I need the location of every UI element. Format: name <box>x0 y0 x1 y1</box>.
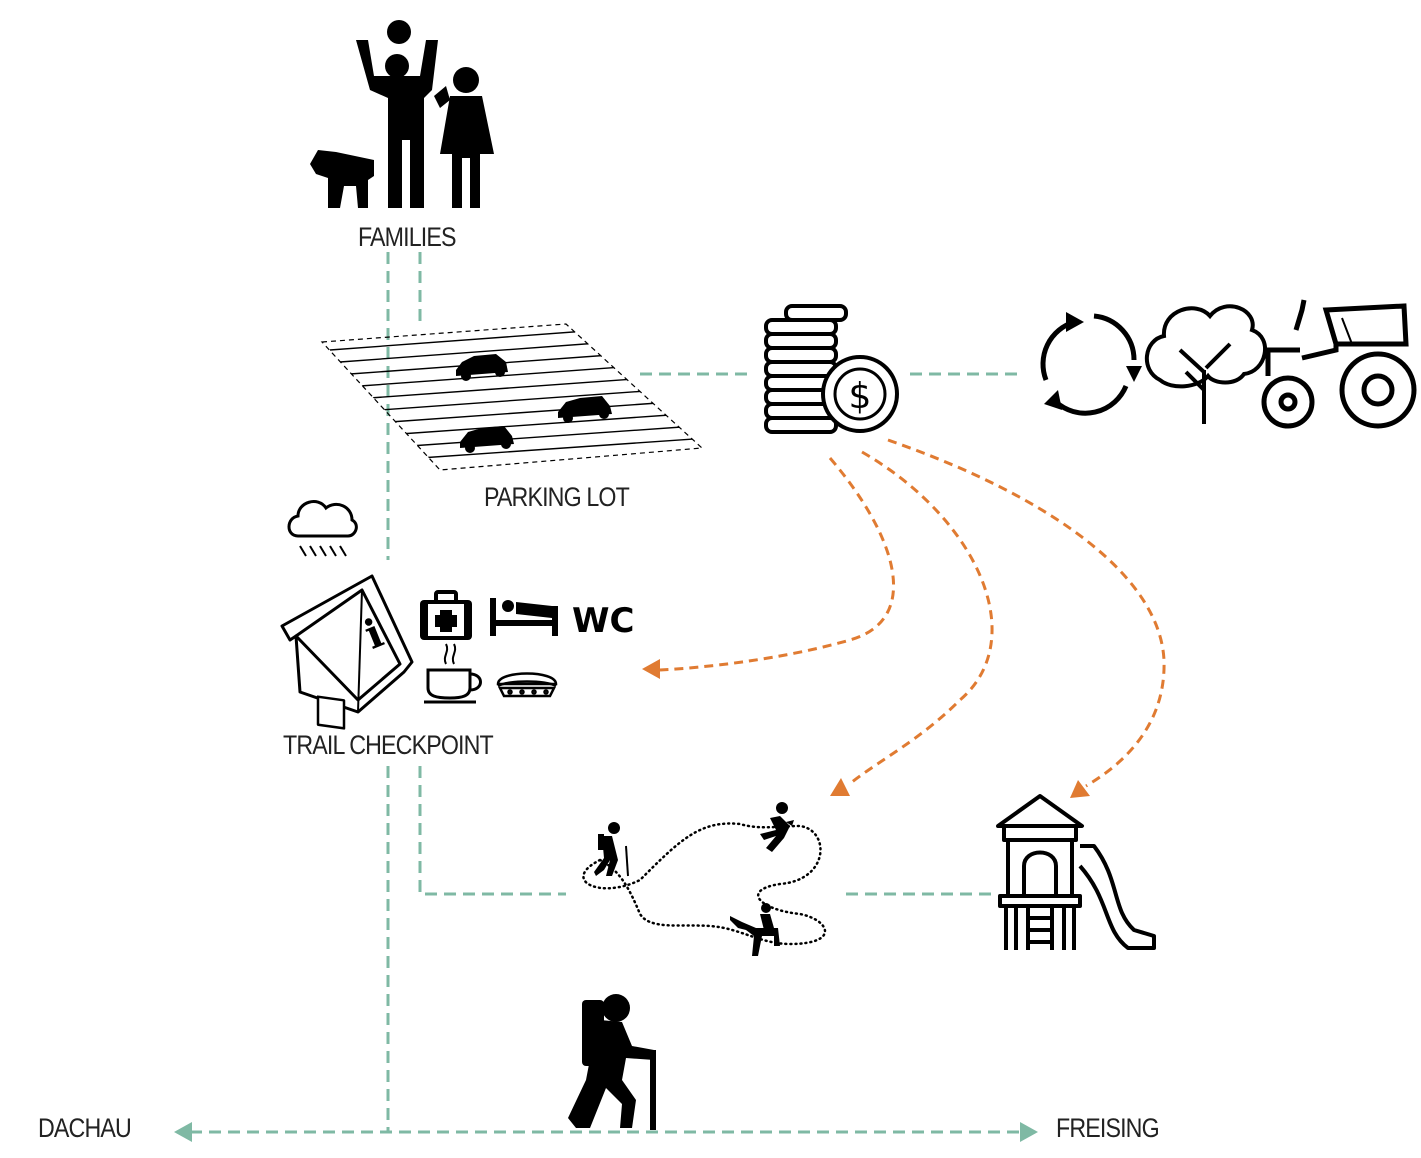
bed-icon <box>490 598 558 636</box>
funding-flows <box>659 438 1166 788</box>
horse-rider-icon <box>730 903 780 956</box>
label-trail-checkpoint: TRAIL CHECKPOINT <box>283 730 494 760</box>
flow-to-checkpoint <box>659 457 895 672</box>
label-freising: FREISING <box>1056 1113 1160 1143</box>
dollar-symbol: $ <box>849 376 872 417</box>
tractor-icon <box>1261 299 1417 429</box>
arrow-right-icon <box>1020 1122 1038 1142</box>
connector-families-loop <box>418 252 566 896</box>
trail-loop-icon <box>582 822 827 946</box>
coins-icon <box>764 304 848 434</box>
parking-lot-icon <box>320 323 704 471</box>
label-families: FAMILIES <box>358 222 457 252</box>
playground-icon <box>996 794 1156 950</box>
coffee-icon <box>424 643 482 704</box>
hiker-icon <box>594 822 629 877</box>
flow-to-playground <box>887 438 1166 788</box>
label-dachau: DACHAU <box>38 1113 132 1143</box>
family-icon <box>356 20 494 208</box>
dog-icon <box>310 150 374 208</box>
arrow-left-icon <box>174 1122 192 1142</box>
tree-icon <box>1144 304 1267 424</box>
flow-to-trail <box>851 450 994 784</box>
runner-icon <box>760 802 794 852</box>
hiker-icon <box>568 994 656 1130</box>
info-house-icon <box>280 574 414 730</box>
connector-lines <box>190 252 1020 1134</box>
sandwich-icon <box>496 672 558 698</box>
label-parking-lot: PARKING LOT <box>484 482 630 512</box>
arrowhead-checkpoint-icon <box>642 659 660 679</box>
car-icon <box>456 354 508 381</box>
first-aid-icon <box>420 590 472 640</box>
car-icon <box>460 426 514 453</box>
dollar-icon: $ <box>821 355 899 433</box>
arrowhead-trail-icon <box>830 778 850 796</box>
recycle-arrowheads <box>1044 312 1142 410</box>
car-icon <box>558 396 612 423</box>
rain-cloud-icon <box>287 500 358 557</box>
wc-label: WC <box>572 601 634 641</box>
arrowhead-playground-icon <box>1070 780 1090 798</box>
